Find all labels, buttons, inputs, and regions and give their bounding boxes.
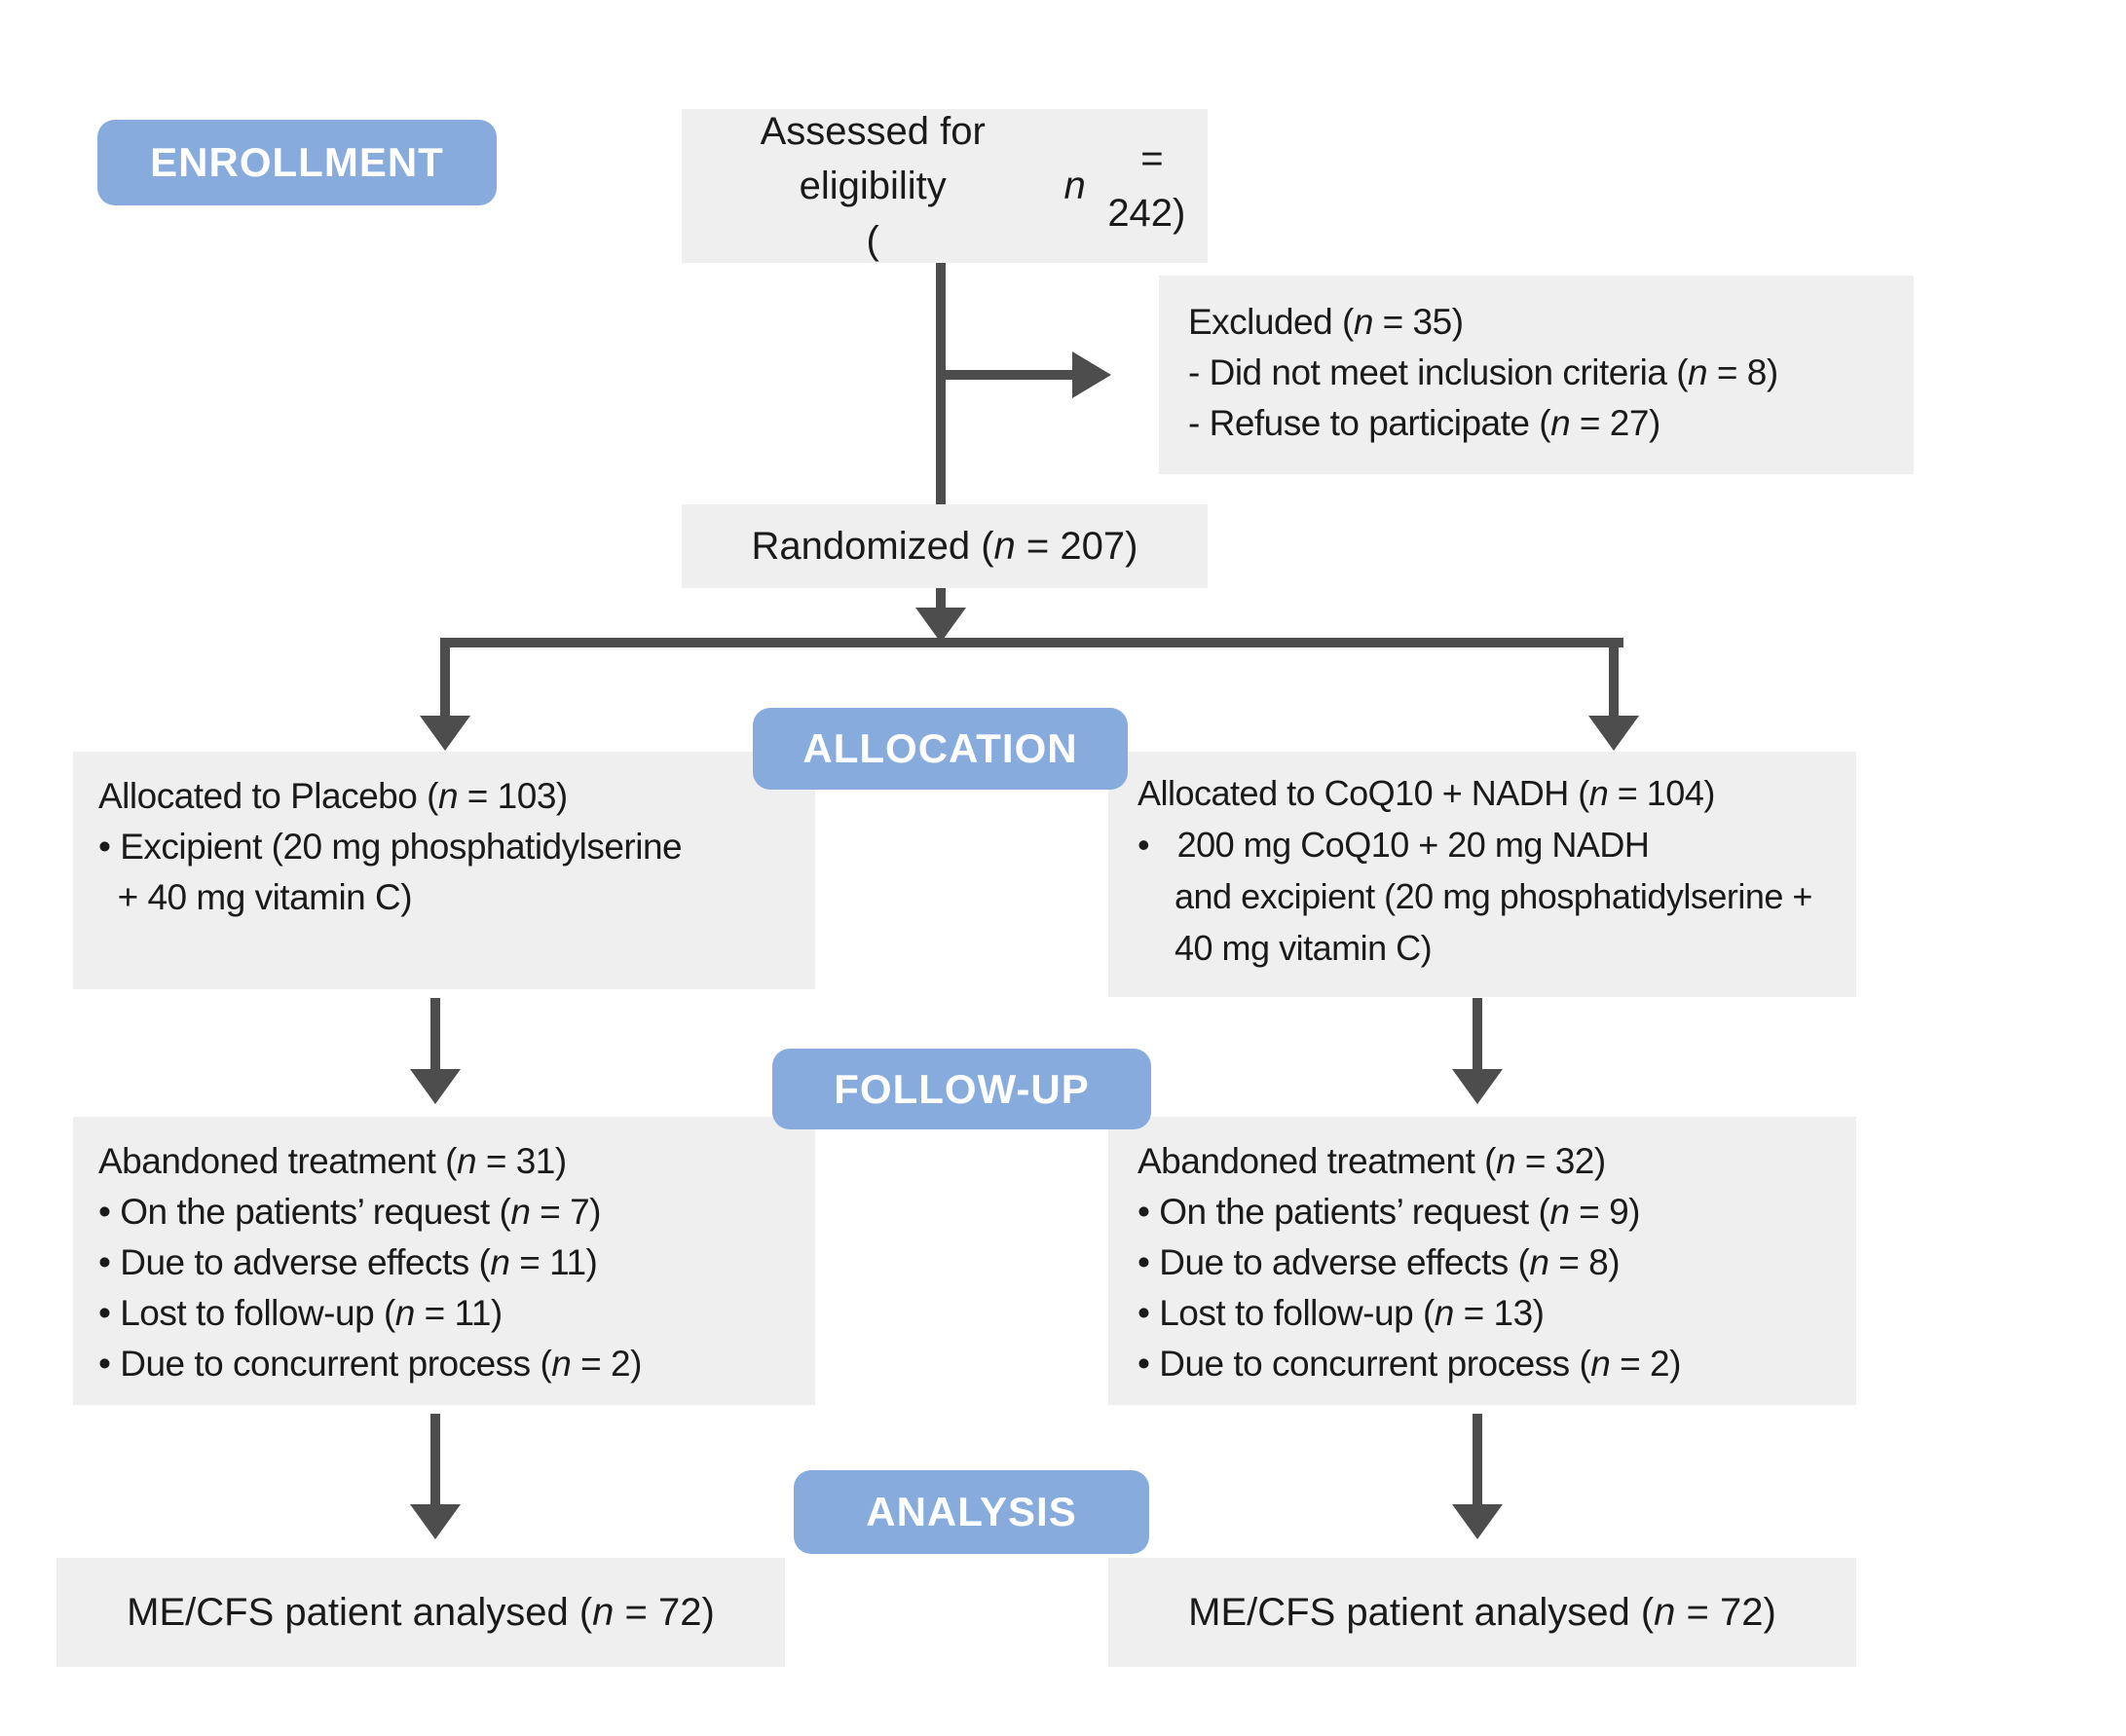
connector-placebo-to-analysis-line: [430, 1414, 440, 1504]
box-assessed-for-eligibility: Assessed for eligibility (n = 242): [682, 109, 1208, 263]
stage-label-enrollment: ENROLLMENT: [97, 120, 497, 205]
connector-branch-to-placebo-line: [440, 638, 450, 716]
connector-placebo-to-followup-line: [430, 998, 440, 1069]
box-analysis-coq10: ME/CFS patient analysed (n = 72): [1108, 1558, 1856, 1667]
box-randomized: Randomized (n = 207): [682, 504, 1208, 588]
box-allocation-placebo: Allocated to Placebo (n = 103) • Excipie…: [73, 752, 815, 989]
arrowhead-coq10-analysis-icon: [1452, 1504, 1503, 1539]
connector-excluded-line: [936, 370, 1072, 380]
box-followup-placebo: Abandoned treatment (n = 31) • On the pa…: [73, 1117, 815, 1405]
stage-label-followup: FOLLOW-UP: [772, 1049, 1151, 1129]
arrowhead-placebo-allocation-icon: [420, 716, 470, 751]
branch-horizontal-line: [440, 638, 1623, 647]
arrowhead-placebo-followup-icon: [410, 1069, 461, 1104]
connector-branch-to-coq10-line: [1609, 638, 1619, 716]
box-allocation-coq10: Allocated to CoQ10 + NADH (n = 104) • 20…: [1108, 752, 1856, 997]
box-excluded: Excluded (n = 35) - Did not meet inclusi…: [1159, 276, 1914, 474]
arrowhead-placebo-analysis-icon: [410, 1504, 461, 1539]
connector-coq10-to-followup-line: [1473, 998, 1482, 1069]
arrowhead-coq10-allocation-icon: [1588, 716, 1639, 751]
stage-label-analysis: ANALYSIS: [794, 1470, 1149, 1554]
box-analysis-placebo: ME/CFS patient analysed (n = 72): [56, 1558, 785, 1667]
arrowhead-randomized-branch-icon: [915, 608, 966, 643]
connector-coq10-to-analysis-line: [1473, 1414, 1482, 1504]
arrowhead-coq10-followup-icon: [1452, 1069, 1503, 1104]
box-followup-coq10: Abandoned treatment (n = 32) • On the pa…: [1108, 1117, 1856, 1405]
arrowhead-excluded-icon: [1072, 351, 1111, 398]
connector-assessed-to-randomized-line: [936, 263, 946, 504]
stage-label-allocation: ALLOCATION: [753, 708, 1128, 790]
connector-randomized-to-branch-line: [936, 588, 946, 609]
